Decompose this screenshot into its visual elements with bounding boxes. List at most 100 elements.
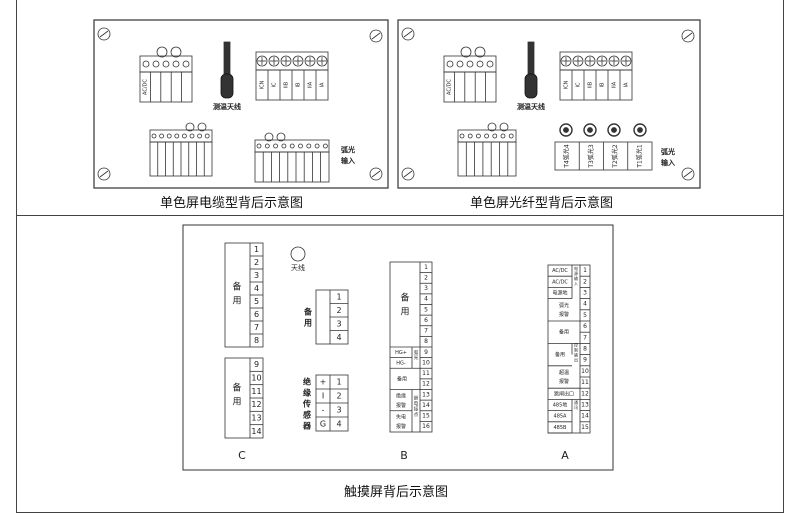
block-c-insulation-number: 2: [336, 392, 341, 401]
fiber-panel-border: [397, 19, 701, 189]
cable-screw-br: [369, 167, 383, 181]
cable-terminal-screw: [280, 55, 292, 67]
block-c-group1-number: 2: [254, 258, 259, 267]
block-b-label: B: [400, 449, 408, 462]
block-c-spare-small-number: 2: [336, 306, 341, 315]
block-a-side-label-char: 控: [574, 342, 578, 348]
fiber-left-connector-screw: [446, 60, 454, 68]
fiber-screw-bl-slot: [403, 170, 413, 178]
cable-lower-left-pin: [197, 133, 203, 139]
caption-cable-back: 单色屏电缆型背后示意图: [160, 196, 304, 211]
cable-screw-br-slot: [371, 170, 381, 178]
caption-touch-back: 触摸屏背后示意图: [344, 485, 449, 500]
block-b-number: 14: [422, 402, 430, 409]
block-c-spare-small-number: 4: [336, 333, 341, 342]
block-c-group2-spare-char: 用: [232, 397, 241, 408]
block-c-spare-small-label: 备用: [303, 307, 313, 328]
block-c-spare-small-number: 3: [336, 319, 341, 328]
block-a-side-label-char: 源: [574, 270, 578, 276]
section-divider: [16, 215, 784, 216]
block-c-group1-number: 6: [254, 310, 259, 319]
fiber-lower-left-pin: [459, 133, 465, 139]
block-a-side-label-char: 输: [574, 275, 578, 281]
block-c-group2-spare: 备用: [232, 382, 241, 408]
block-b-row-label: 报警: [396, 402, 406, 409]
cable-left-connector-screw: [152, 60, 160, 68]
block-a-label: A: [561, 449, 569, 462]
block-b-row-label: 失电: [396, 414, 406, 421]
block-c-group2-number: 10: [251, 374, 261, 383]
cable-lower-right-pin: [264, 143, 270, 149]
block-a-row-label: 485地: [553, 402, 568, 409]
block-a-number: 11: [581, 379, 589, 386]
cable-top-terminal-label: IIA: [308, 81, 314, 88]
outer-frame: [16, 0, 784, 513]
block-b-spare: 备用: [400, 292, 409, 318]
fiber-screw-tl-slot: [403, 30, 413, 38]
block-b-number: 11: [422, 370, 430, 377]
block-b-row-label: 报警: [396, 423, 406, 430]
cable-lower-right-pin: [256, 143, 262, 149]
fiber-terminal-screw: [584, 55, 596, 67]
cable-top-terminal-label: IIB: [284, 81, 290, 88]
block-b-row-label: 备用: [397, 375, 407, 382]
fiber-antenna-label: 测温天线: [517, 102, 545, 111]
block-c-insulation-sign: I: [322, 392, 324, 401]
block-b-number: 3: [424, 285, 428, 292]
block-a-row-label: 备用: [559, 329, 569, 336]
fiber-screw-tl: [401, 27, 415, 41]
block-b-number: 4: [424, 296, 428, 303]
block-a-number: 7: [583, 334, 587, 341]
cable-left-connector-screw: [162, 60, 170, 68]
block-c-group2-number: 14: [251, 427, 261, 436]
block-c-insulation-label-char: 缘: [303, 388, 311, 398]
cable-left-connector-screw: [172, 60, 180, 68]
cable-lower-right-pin: [306, 143, 312, 149]
block-c-label: C: [238, 449, 246, 462]
cable-lower-right-pin: [298, 143, 303, 149]
block-a-row-label: AC/DC: [552, 279, 568, 285]
block-b-side-label-char: 接: [414, 406, 419, 413]
cable-top-terminal-label: ICN: [260, 80, 266, 89]
cable-ac-label: AC/DC: [143, 79, 149, 95]
block-a-number: 15: [581, 424, 589, 431]
block-c-group1-spare-char: 用: [232, 296, 241, 307]
cable-screw-tr: [369, 29, 383, 43]
block-a-row-label: 跳闸出口: [554, 390, 574, 397]
block-c-group1-spare: 备用: [232, 281, 241, 307]
cable-screw-bl: [97, 167, 111, 181]
fiber-port-label: T4弧光4: [563, 144, 571, 168]
cable-screw-tl: [97, 27, 111, 41]
block-a-number: 10: [581, 368, 589, 375]
cable-lower-left-pin: [181, 133, 187, 139]
block-b-number: 8: [424, 338, 428, 345]
fiber-terminal-screw: [608, 55, 620, 67]
cable-top-terminal-label: IC: [272, 82, 278, 87]
fiber-lower-left-pin: [467, 133, 473, 139]
block-c-group1-number: 8: [254, 336, 259, 345]
cable-lower-right-pin: [281, 143, 287, 149]
fiber-top-terminal-label: IA: [624, 82, 630, 87]
cable-lower-left-pin: [189, 133, 195, 139]
fiber-terminal-screw: [596, 55, 608, 67]
cable-lower-left-pin: [159, 133, 165, 139]
block-c-group1-number: 3: [254, 271, 259, 280]
fiber-lower-left-pin: [500, 133, 506, 139]
fiber-terminal-screw: [620, 55, 632, 67]
block-a-number: 6: [583, 323, 587, 330]
block-a-side-label-char: 入: [574, 281, 578, 286]
cable-ferrite: [276, 132, 286, 142]
fiber-left-connector-body: [443, 71, 497, 103]
cable-terminal-screw: [268, 55, 280, 67]
fiber-antenna-rod: [527, 41, 535, 77]
fiber-top-terminal-label: IIA: [612, 81, 618, 88]
cable-left-connector-screw: [142, 60, 150, 68]
block-b-number: 15: [422, 413, 430, 420]
block-b-spare-char: 用: [400, 307, 409, 318]
fiber-port-outer: [633, 123, 647, 137]
cable-screw-tl-slot: [99, 30, 109, 38]
fiber-ferrite: [460, 46, 472, 58]
block-c-spare-small-label-char: 备: [303, 307, 313, 317]
